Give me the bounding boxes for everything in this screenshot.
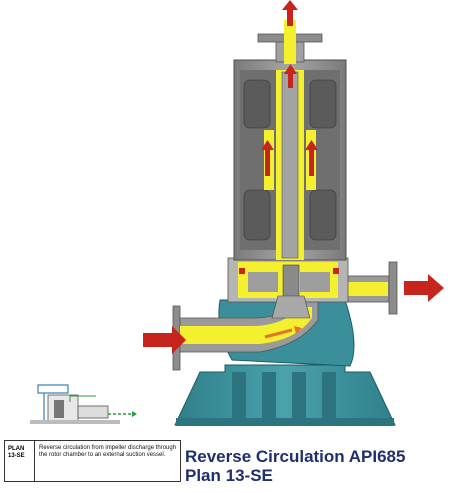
title-line1: Reverse Circulation API685 xyxy=(185,447,406,466)
discharge-nozzle xyxy=(344,261,398,315)
plan-schematic xyxy=(30,384,137,424)
legend-code-line2: 13-SE xyxy=(8,453,25,459)
adapter-housing xyxy=(227,257,349,319)
legend-description: Reverse circulation from impeller discha… xyxy=(39,445,177,458)
legend-plan-code: PLAN 13-SE xyxy=(5,441,35,481)
title-line2: Plan 13-SE xyxy=(185,466,273,485)
diagram-title: Reverse Circulation API685 Plan 13-SE xyxy=(185,447,447,485)
pump-base xyxy=(174,364,396,426)
flow-arrows xyxy=(143,0,444,354)
legend-box: PLAN 13-SE Reverse circulation from impe… xyxy=(4,440,181,482)
motor-housing xyxy=(233,59,347,261)
top-cap xyxy=(257,20,323,64)
legend-code-line1: PLAN xyxy=(8,446,25,452)
